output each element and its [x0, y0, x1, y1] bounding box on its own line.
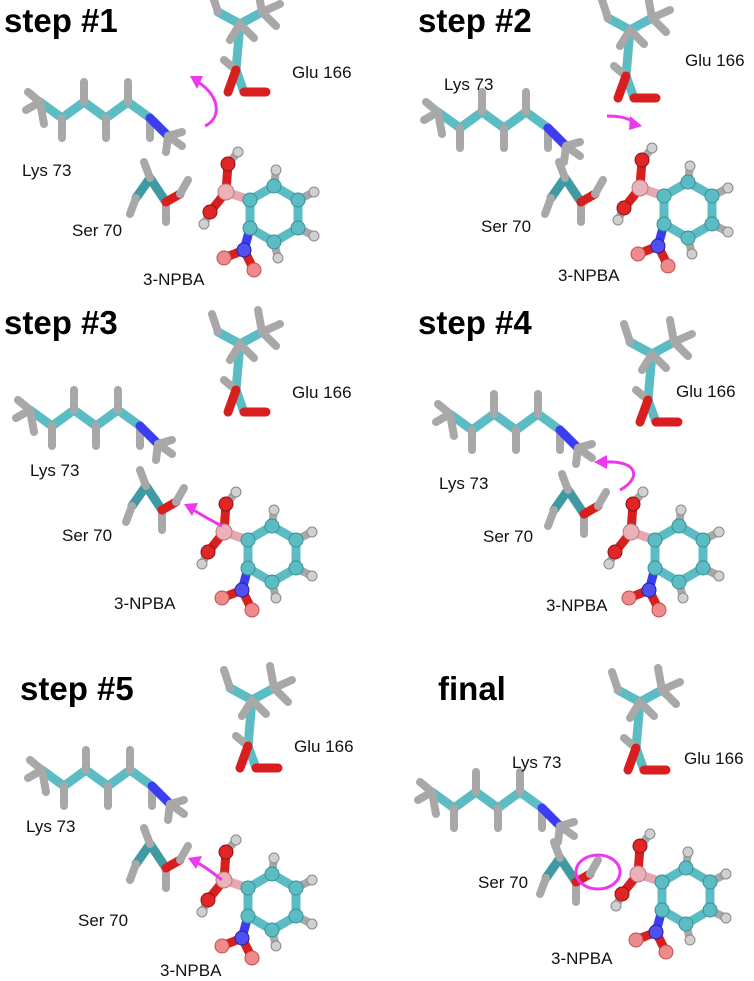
label-lys73: Lys 73 [26, 817, 75, 836]
panel-final: final Glu 166 Lys 73 Ser 70 3-NPBA [418, 668, 744, 968]
panel-title: step #2 [418, 2, 532, 39]
label-glu166: Glu 166 [292, 63, 352, 82]
npba-structure [613, 143, 733, 273]
proton-transfer-arrow [603, 460, 636, 492]
label-glu166: Glu 166 [676, 382, 736, 401]
panel-step-4: step #4 Glu 166 Lys 73 Ser 70 3-NPBA [418, 304, 736, 617]
glu166-structure [602, 0, 670, 98]
label-3npba: 3-NPBA [143, 270, 205, 289]
lys73-structure [418, 772, 574, 842]
lys73-structure [436, 394, 592, 464]
glu166-structure [612, 668, 680, 770]
npba-structure [604, 487, 724, 617]
label-3npba: 3-NPBA [551, 949, 613, 968]
glu166-structure [224, 666, 292, 768]
glu166-structure [212, 310, 280, 412]
arrowhead-icon [594, 455, 607, 469]
ser70-structure [540, 842, 598, 902]
lys73-structure [16, 390, 172, 460]
label-glu166: Glu 166 [292, 383, 352, 402]
ser70-structure [548, 474, 606, 534]
arrowhead-icon [629, 116, 642, 130]
lys73-structure [424, 92, 580, 162]
panel-step-5: step #5 Glu 166 Lys 73 Ser 70 3-NPBA [20, 666, 354, 980]
panel-title: step #3 [4, 304, 118, 341]
label-glu166: Glu 166 [294, 737, 354, 756]
label-ser70: Ser 70 [72, 221, 122, 240]
ser70-structure [545, 162, 603, 222]
proton-transfer-arrow [197, 80, 218, 128]
ser70-structure [130, 828, 188, 888]
lys73-structure [26, 82, 182, 152]
panel-title: step #4 [418, 304, 532, 341]
ser70-structure [126, 470, 184, 530]
panel-title: final [438, 670, 506, 707]
label-ser70: Ser 70 [78, 911, 128, 930]
ser70-structure [130, 162, 188, 222]
label-glu166: Glu 166 [685, 51, 745, 70]
nucleophilic-attack-arrow [195, 860, 223, 882]
npba-structure [611, 829, 731, 959]
label-lys73: Lys 73 [512, 753, 561, 772]
nucleophilic-attack-arrow [191, 507, 223, 528]
npba-structure [197, 835, 317, 965]
glu166-structure [624, 320, 692, 422]
arrowhead-icon [190, 76, 203, 89]
label-lys73: Lys 73 [444, 75, 493, 94]
npba-structure [197, 487, 317, 617]
npba-structure [199, 147, 319, 277]
label-ser70: Ser 70 [481, 217, 531, 236]
arrowhead-icon [184, 503, 198, 516]
label-lys73: Lys 73 [30, 461, 79, 480]
panel-step-3: step #3 Glu 166 Lys 73 Ser 70 3-NPBA [4, 304, 352, 617]
lys73-structure [28, 750, 184, 820]
label-lys73: Lys 73 [22, 161, 71, 180]
label-3npba: 3-NPBA [160, 961, 222, 980]
label-glu166: Glu 166 [684, 749, 744, 768]
label-3npba: 3-NPBA [114, 594, 176, 613]
label-lys73: Lys 73 [439, 474, 488, 493]
glu166-structure [212, 0, 280, 92]
covalent-bond-highlight-ring [574, 853, 622, 891]
panel-step-2: step #2 Glu 166 Lys 73 Ser 70 3-NPBA [418, 0, 745, 285]
label-3npba: 3-NPBA [546, 596, 608, 615]
arrowhead-icon [188, 856, 202, 869]
label-3npba: 3-NPBA [558, 266, 620, 285]
label-ser70: Ser 70 [483, 527, 533, 546]
panel-title: step #5 [20, 670, 134, 707]
panel-step-1: step #1 Glu 166 Lys 73 Ser 70 3-NPBA [4, 0, 352, 289]
panel-title: step #1 [4, 2, 118, 39]
label-ser70: Ser 70 [62, 526, 112, 545]
label-ser70: Ser 70 [478, 873, 528, 892]
